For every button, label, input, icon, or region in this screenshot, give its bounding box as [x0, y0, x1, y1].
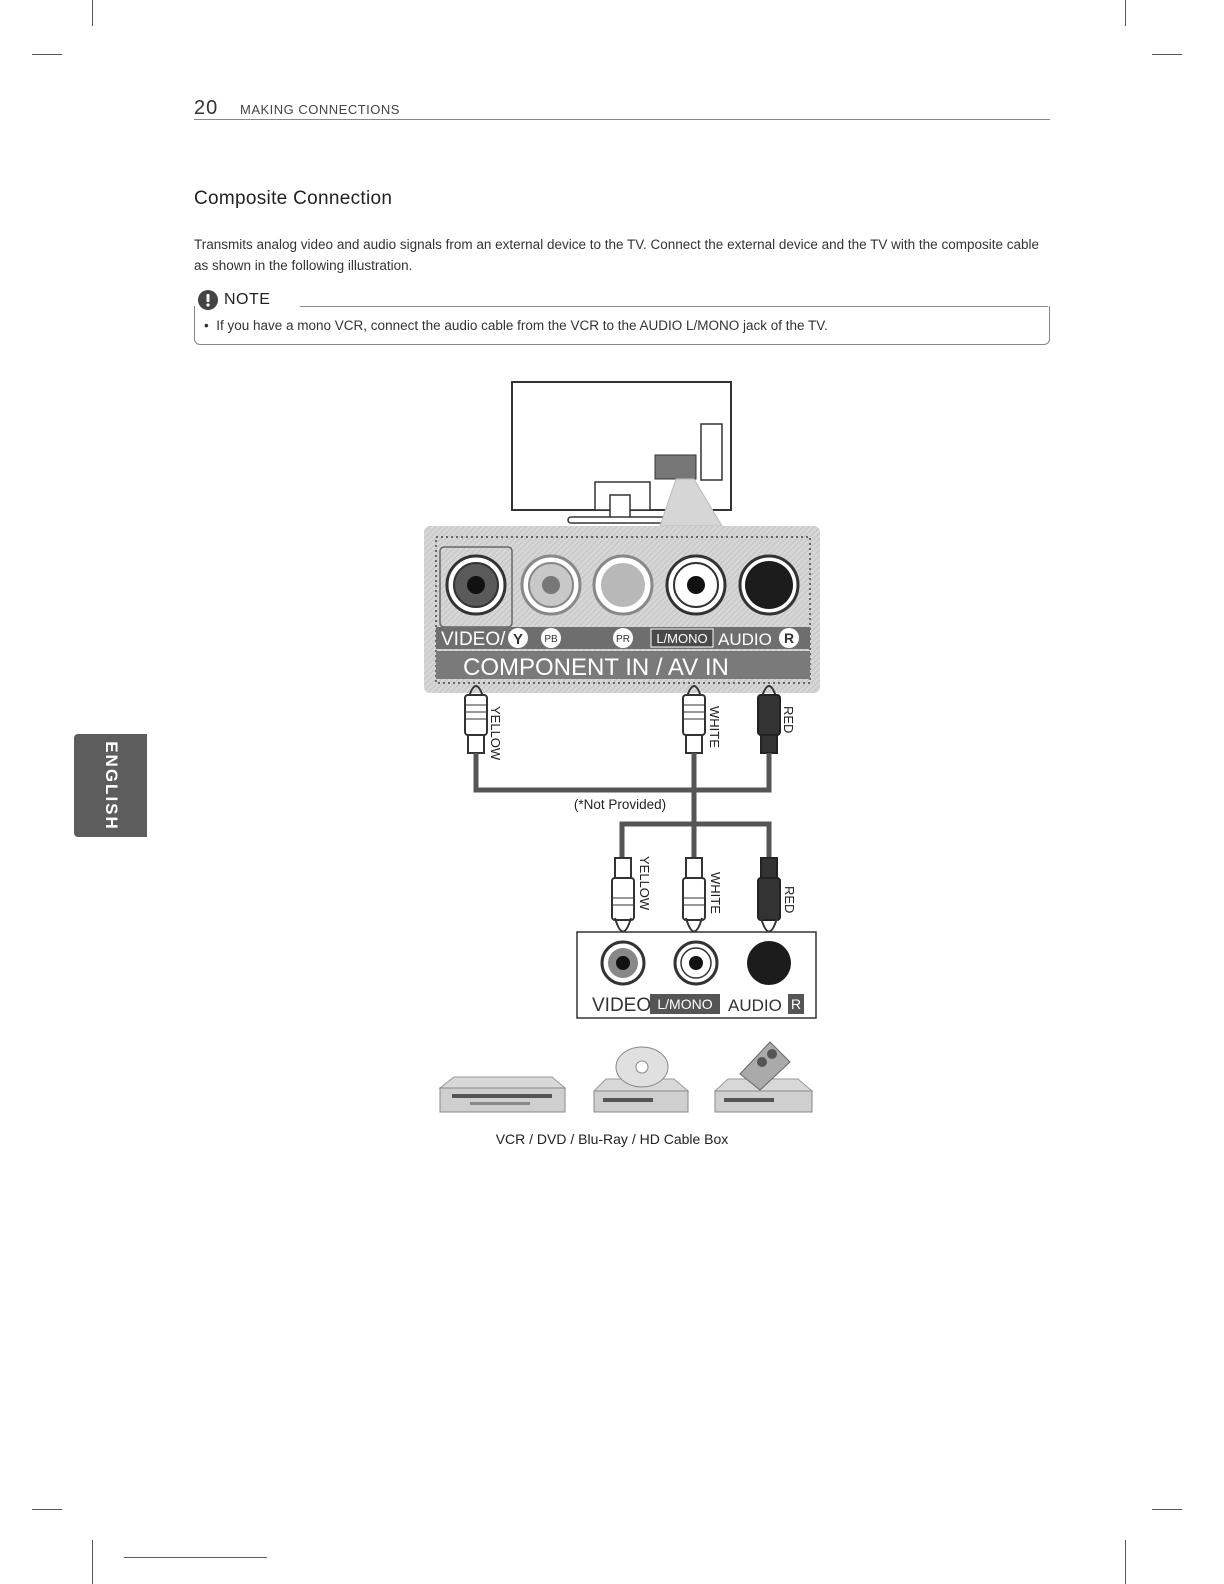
label-cable-yellow-bottom: YELLOW [637, 856, 652, 911]
note-header: NOTE [198, 290, 277, 310]
label-pb: PB [544, 634, 558, 645]
device-label-l-mono: L/MONO [657, 996, 712, 1012]
bluray-cable-box-icon [713, 1041, 814, 1113]
page-header: 20 MAKING CONNECTIONS [194, 97, 1050, 120]
device-illustrations [438, 1041, 814, 1113]
device-label-video: VIDEO [592, 995, 651, 1016]
crop-mark [92, 1540, 93, 1584]
crop-mark [1152, 1509, 1182, 1510]
jack-audio-r [738, 554, 800, 616]
label-cable-white-top: WHITE [707, 706, 722, 748]
device-output-panel: VIDEO L/MONO AUDIO R [576, 931, 817, 1019]
body-paragraph: Transmits analog video and audio signals… [194, 237, 1039, 273]
device-caption: VCR / DVD / Blu-Ray / HD Cable Box [495, 1131, 729, 1147]
plug-red-bottom [757, 857, 781, 933]
crop-mark [1125, 1540, 1126, 1584]
label-audio: AUDIO [718, 630, 772, 649]
vcr-icon [438, 1076, 567, 1113]
note-item: • If you have a mono VCR, connect the au… [204, 318, 828, 333]
dvd-icon [592, 1046, 690, 1113]
upper-plugs: YELLOW WHITE RED [464, 685, 796, 761]
device-jack-video [600, 940, 646, 986]
label-cable-white-bottom: WHITE [708, 872, 723, 914]
label-cable-red-bottom: RED [782, 886, 797, 913]
tv-input-panel: VIDEO/ Y PB PR L/MONO AUDIO R COMPONENT … [424, 526, 820, 693]
device-jack-audio-l [673, 940, 719, 986]
note-divider [300, 306, 1048, 307]
device-label-r: R [791, 996, 801, 1012]
footer-rule [124, 1557, 267, 1558]
device-label-audio: AUDIO [728, 996, 782, 1015]
label-pr: PR [616, 634, 630, 645]
tv-illustration [511, 381, 732, 527]
plug-red-top [757, 685, 781, 754]
label-video: VIDEO/ [441, 629, 506, 650]
jack-pr [592, 554, 654, 616]
note-item-text: If you have a mono VCR, connect the audi… [216, 318, 828, 333]
label-cable-yellow-top: YELLOW [488, 706, 503, 761]
lower-plugs: YELLOW WHITE RED [611, 856, 797, 933]
crop-mark [1152, 54, 1182, 55]
label-component-in-av-in: COMPONENT IN / AV IN [463, 654, 729, 681]
jack-pb [520, 554, 582, 616]
plug-white-bottom [682, 857, 706, 933]
crop-mark [32, 54, 62, 55]
plug-yellow-bottom [611, 857, 635, 933]
crop-mark [92, 0, 93, 26]
label-cable-red-top: RED [781, 706, 796, 733]
jack-video-y [445, 554, 507, 616]
cable-lines [473, 753, 772, 865]
section-name: MAKING CONNECTIONS [240, 102, 400, 117]
exclamation-icon [198, 290, 218, 310]
note-label: NOTE [224, 291, 271, 308]
section-title: Composite Connection [194, 188, 393, 209]
crop-mark [32, 1509, 62, 1510]
language-tab: ENGLISH [74, 734, 147, 837]
crop-mark [1125, 0, 1126, 26]
label-l-mono: L/MONO [656, 631, 707, 646]
label-r: R [784, 630, 794, 646]
device-jack-audio-r [747, 941, 791, 985]
plug-yellow-top [464, 685, 488, 754]
note-box [194, 306, 1050, 345]
plug-white-top [682, 685, 706, 754]
label-not-provided: (*Not Provided) [574, 797, 666, 812]
jack-audio-l [665, 554, 727, 616]
page-number: 20 [194, 97, 219, 119]
label-y: Y [513, 631, 523, 648]
